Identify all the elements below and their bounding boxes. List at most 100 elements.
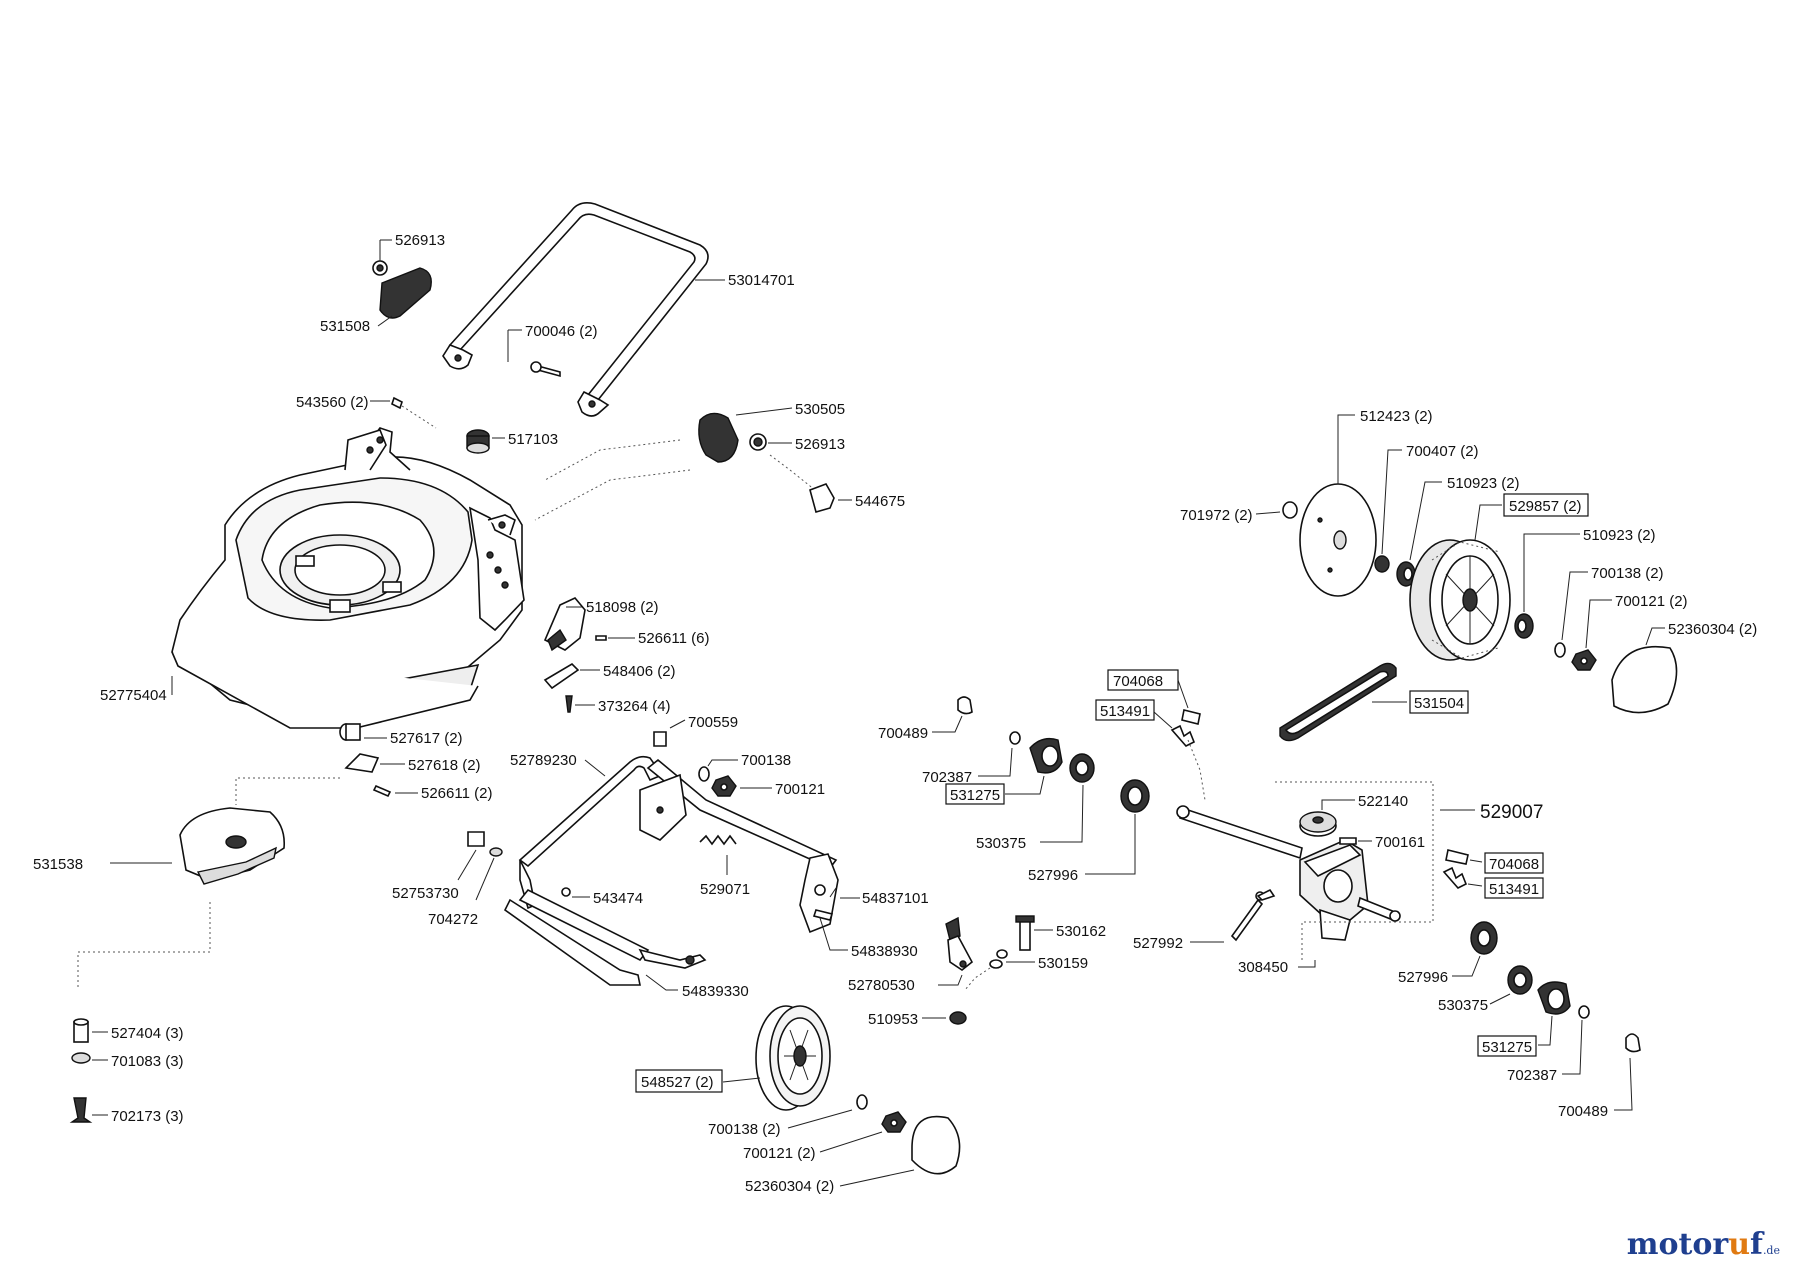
- label-529007: 529007: [1480, 802, 1543, 823]
- label-513491-a: 513491: [1100, 703, 1150, 720]
- label-54837101: 54837101: [862, 890, 929, 907]
- box-513491-a: [1095, 699, 1155, 721]
- drive-belt-531504: [1279, 662, 1397, 742]
- label-527992: 527992: [1133, 935, 1183, 952]
- label-527618: 527618 (2): [408, 757, 481, 774]
- screw-543560: [391, 396, 403, 410]
- label-700489-b: 700489: [1558, 1103, 1608, 1120]
- label-52360304-a: 52360304 (2): [745, 1178, 834, 1195]
- screw-543474: [561, 887, 571, 897]
- label-700489-a: 700489: [878, 725, 928, 742]
- screw-702173: [69, 1097, 93, 1123]
- label-704068-a: 704068: [1113, 673, 1163, 690]
- label-510953: 510953: [868, 1011, 918, 1028]
- nut-700121-c: [1571, 649, 1597, 671]
- label-53014701: 53014701: [728, 272, 795, 289]
- mulch-plate-531538: [179, 807, 286, 885]
- pinion-531275: [1029, 737, 1063, 774]
- label-530505: 530505: [795, 401, 845, 418]
- upper-handle-part: [442, 202, 709, 417]
- bolt-700046: [530, 361, 561, 378]
- label-700407: 700407 (2): [1406, 443, 1479, 460]
- label-526913-b: 526913: [795, 436, 845, 453]
- label-548527: 548527 (2): [641, 1074, 714, 1091]
- box-529857: [1503, 493, 1589, 517]
- label-702387-b: 702387: [1507, 1067, 1557, 1084]
- spring-513491: [1170, 724, 1196, 747]
- buffer-517103: [466, 429, 490, 454]
- nut-510953: [949, 1011, 967, 1025]
- hubcap-52360304-b: [1611, 645, 1678, 714]
- label-531508: 531508: [320, 318, 370, 335]
- bearing-527996-b: [1470, 921, 1498, 955]
- plate-548406: [543, 662, 580, 690]
- label-52775404: 52775404: [100, 687, 167, 704]
- screw-373264: [565, 695, 573, 713]
- clip-527617: [339, 723, 361, 741]
- label-527996-a: 527996: [1028, 867, 1078, 884]
- pulley-522140: [1299, 811, 1337, 837]
- washer-700138: [698, 766, 710, 782]
- box-704068-b: [1484, 852, 1544, 874]
- washer-700138-c: [1554, 642, 1566, 658]
- label-700559: 700559: [688, 714, 738, 731]
- label-700121-a: 700121: [775, 781, 825, 798]
- gearbox-assembly-308450: [1176, 805, 1401, 941]
- label-529857: 529857 (2): [1509, 498, 1582, 515]
- label-512423: 512423 (2): [1360, 408, 1433, 425]
- label-700046: 700046 (2): [525, 323, 598, 340]
- label-531275-b: 531275: [1482, 1039, 1532, 1056]
- label-510923-b: 510923 (2): [1583, 527, 1656, 544]
- nut-700121-b: [881, 1111, 907, 1133]
- cable-527992: [1230, 888, 1276, 942]
- washer-704272: [489, 847, 503, 857]
- label-373264: 373264 (4): [598, 698, 671, 715]
- label-54839330: 54839330: [682, 983, 749, 1000]
- wing-nut-544675: [809, 483, 835, 513]
- label-543474: 543474: [593, 890, 643, 907]
- label-527404: 527404 (3): [111, 1025, 184, 1042]
- washer-700138-b: [856, 1094, 868, 1110]
- bearing-527996: [1120, 779, 1150, 813]
- brand-name-part-a: motor: [1626, 1227, 1729, 1262]
- label-544675: 544675: [855, 493, 905, 510]
- key-704068: [1181, 709, 1201, 725]
- nut-700121: [711, 775, 737, 797]
- label-513491-b: 513491: [1489, 881, 1539, 898]
- label-700138-a: 700138: [741, 752, 791, 769]
- label-700121-c: 700121 (2): [1615, 593, 1688, 610]
- bolt-530162: [1015, 915, 1035, 951]
- key-700161: [1339, 837, 1357, 845]
- bushing-530375: [1069, 753, 1095, 783]
- label-530162: 530162: [1056, 923, 1106, 940]
- washer-702387: [1009, 731, 1021, 745]
- label-530375-a: 530375: [976, 835, 1026, 852]
- label-700121-b: 700121 (2): [743, 1145, 816, 1162]
- washer-700407: [1374, 555, 1390, 573]
- bushing-530375-b: [1507, 965, 1533, 995]
- box-513491-b: [1484, 877, 1544, 899]
- label-700161: 700161: [1375, 834, 1425, 851]
- lower-handle-frame: [503, 755, 839, 986]
- label-701972: 701972 (2): [1180, 507, 1253, 524]
- brand-name-part-c: f: [1750, 1227, 1763, 1262]
- wheel-cover-512423: [1299, 483, 1377, 597]
- label-700138-c: 700138 (2): [1591, 565, 1664, 582]
- spring-529071: [699, 834, 737, 846]
- label-52753730: 52753730: [392, 885, 459, 902]
- bracket-527618: [344, 753, 380, 773]
- label-527617: 527617 (2): [390, 730, 463, 747]
- label-529071: 529071: [700, 881, 750, 898]
- label-702387-a: 702387: [922, 769, 972, 786]
- label-548406: 548406 (2): [603, 663, 676, 680]
- box-531275-b: [1477, 1035, 1537, 1057]
- label-530159: 530159: [1038, 955, 1088, 972]
- screw-526611-b: [372, 784, 392, 798]
- label-52780530: 52780530: [848, 977, 915, 994]
- label-308450: 308450: [1238, 959, 1288, 976]
- bushing-510923-b: [1514, 613, 1534, 639]
- handle-clamp-531508: [372, 260, 432, 319]
- label-543560: 543560 (2): [296, 394, 369, 411]
- label-531275-a: 531275: [950, 787, 1000, 804]
- label-701083: 701083 (3): [111, 1053, 184, 1070]
